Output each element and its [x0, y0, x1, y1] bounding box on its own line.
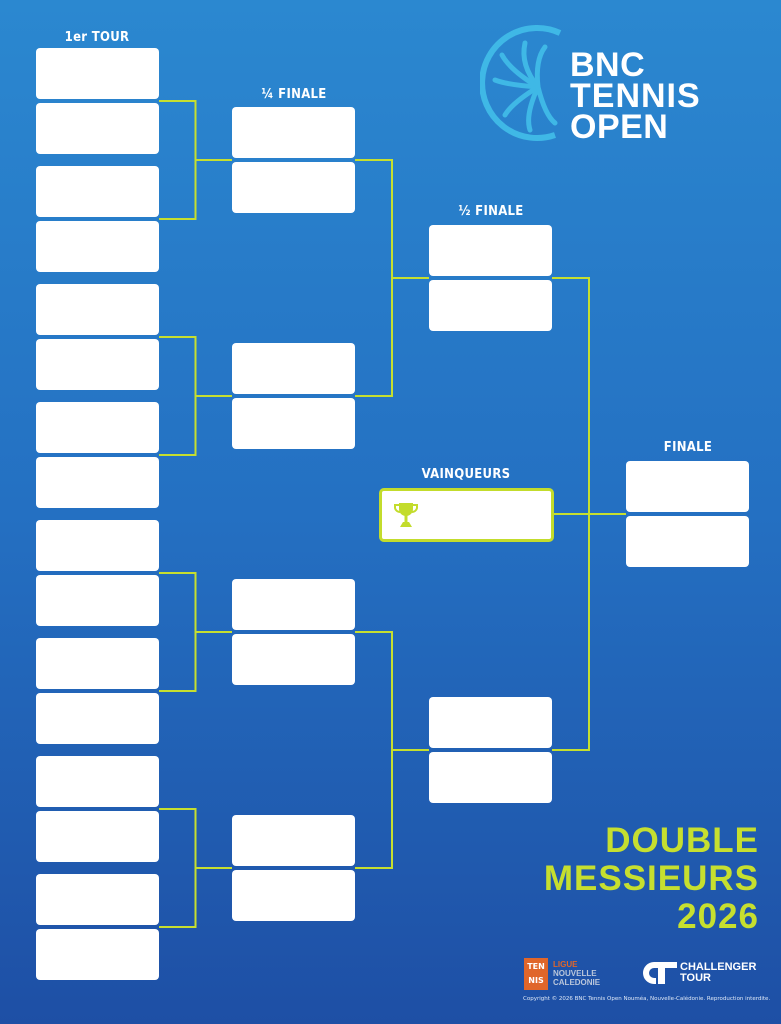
round1-player-slot[interactable] [36, 811, 159, 862]
round1-player-slot[interactable] [36, 284, 159, 335]
quarter-player-slot[interactable] [232, 162, 355, 213]
round1-player-slot[interactable] [36, 48, 159, 99]
final-player-slot[interactable] [626, 461, 749, 512]
semi-player-slot[interactable] [429, 697, 552, 748]
semi-player-slot[interactable] [429, 280, 552, 331]
round1-player-slot[interactable] [36, 693, 159, 744]
connector [159, 336, 197, 456]
logo-line: BNC [570, 46, 646, 84]
round1-player-slot[interactable] [36, 221, 159, 272]
ligue-logo-text: LIGUE NOUVELLE CALEDONIE [553, 960, 600, 987]
title-line: 2026 [677, 897, 759, 936]
round1-player-slot[interactable] [36, 339, 159, 390]
connector [159, 100, 197, 220]
quarter-player-slot[interactable] [232, 634, 355, 685]
challenger-logo-icon [643, 962, 677, 984]
title-line: DOUBLE [605, 821, 759, 860]
quarter-label: ¼ FINALE [261, 87, 327, 102]
round1-player-slot[interactable] [36, 575, 159, 626]
round1-player-slot[interactable] [36, 756, 159, 807]
ligue-logo-badge: TEN NIS [524, 958, 548, 990]
final-label: FINALE [663, 440, 713, 455]
trophy-icon [394, 503, 418, 527]
badge-line: TEN [527, 962, 545, 971]
final-player-slot[interactable] [626, 516, 749, 567]
semi-player-slot[interactable] [429, 752, 552, 803]
logo-line: OPEN [570, 108, 669, 146]
connector [355, 159, 393, 397]
quarter-player-slot[interactable] [232, 815, 355, 866]
brand-logo-icon [480, 25, 562, 141]
winners-label: VAINQUEURS [421, 467, 511, 482]
quarter-player-slot[interactable] [232, 107, 355, 158]
connector [355, 631, 393, 869]
challenger-line: CHALLENGER [680, 961, 757, 973]
quarter-player-slot[interactable] [232, 870, 355, 921]
ligue-line: LIGUE [553, 960, 578, 969]
quarter-player-slot[interactable] [232, 579, 355, 630]
round1-player-slot[interactable] [36, 520, 159, 571]
connector [159, 572, 197, 692]
title-line: MESSIEURS [543, 859, 759, 898]
ligue-line: CALEDONIE [553, 978, 601, 987]
ligue-line: NOUVELLE [553, 969, 597, 978]
round1-player-slot[interactable] [36, 874, 159, 925]
quarter-player-slot[interactable] [232, 398, 355, 449]
round1-player-slot[interactable] [36, 457, 159, 508]
challenger-logo-text: CHALLENGER TOUR [680, 962, 756, 984]
connector [159, 808, 197, 928]
badge-line: NIS [528, 976, 544, 985]
round1-player-slot[interactable] [36, 166, 159, 217]
quarter-player-slot[interactable] [232, 343, 355, 394]
logo-line: TENNIS [570, 77, 701, 115]
round1-player-slot[interactable] [36, 638, 159, 689]
brand-logo-text: BNC TENNIS OPEN [570, 46, 701, 146]
semi-player-slot[interactable] [429, 225, 552, 276]
copyright: Copyright © 2026 BNC Tennis Open Nouméa,… [523, 996, 771, 1002]
challenger-line: TOUR [680, 972, 711, 984]
semi-label: ½ FINALE [458, 204, 524, 219]
round1-label: 1er TOUR [64, 30, 130, 45]
round1-player-slot[interactable] [36, 402, 159, 453]
winner-slot[interactable] [379, 488, 554, 542]
event-title: DOUBLE MESSIEURS 2026 [544, 822, 759, 936]
round1-player-slot[interactable] [36, 929, 159, 980]
round1-player-slot[interactable] [36, 103, 159, 154]
